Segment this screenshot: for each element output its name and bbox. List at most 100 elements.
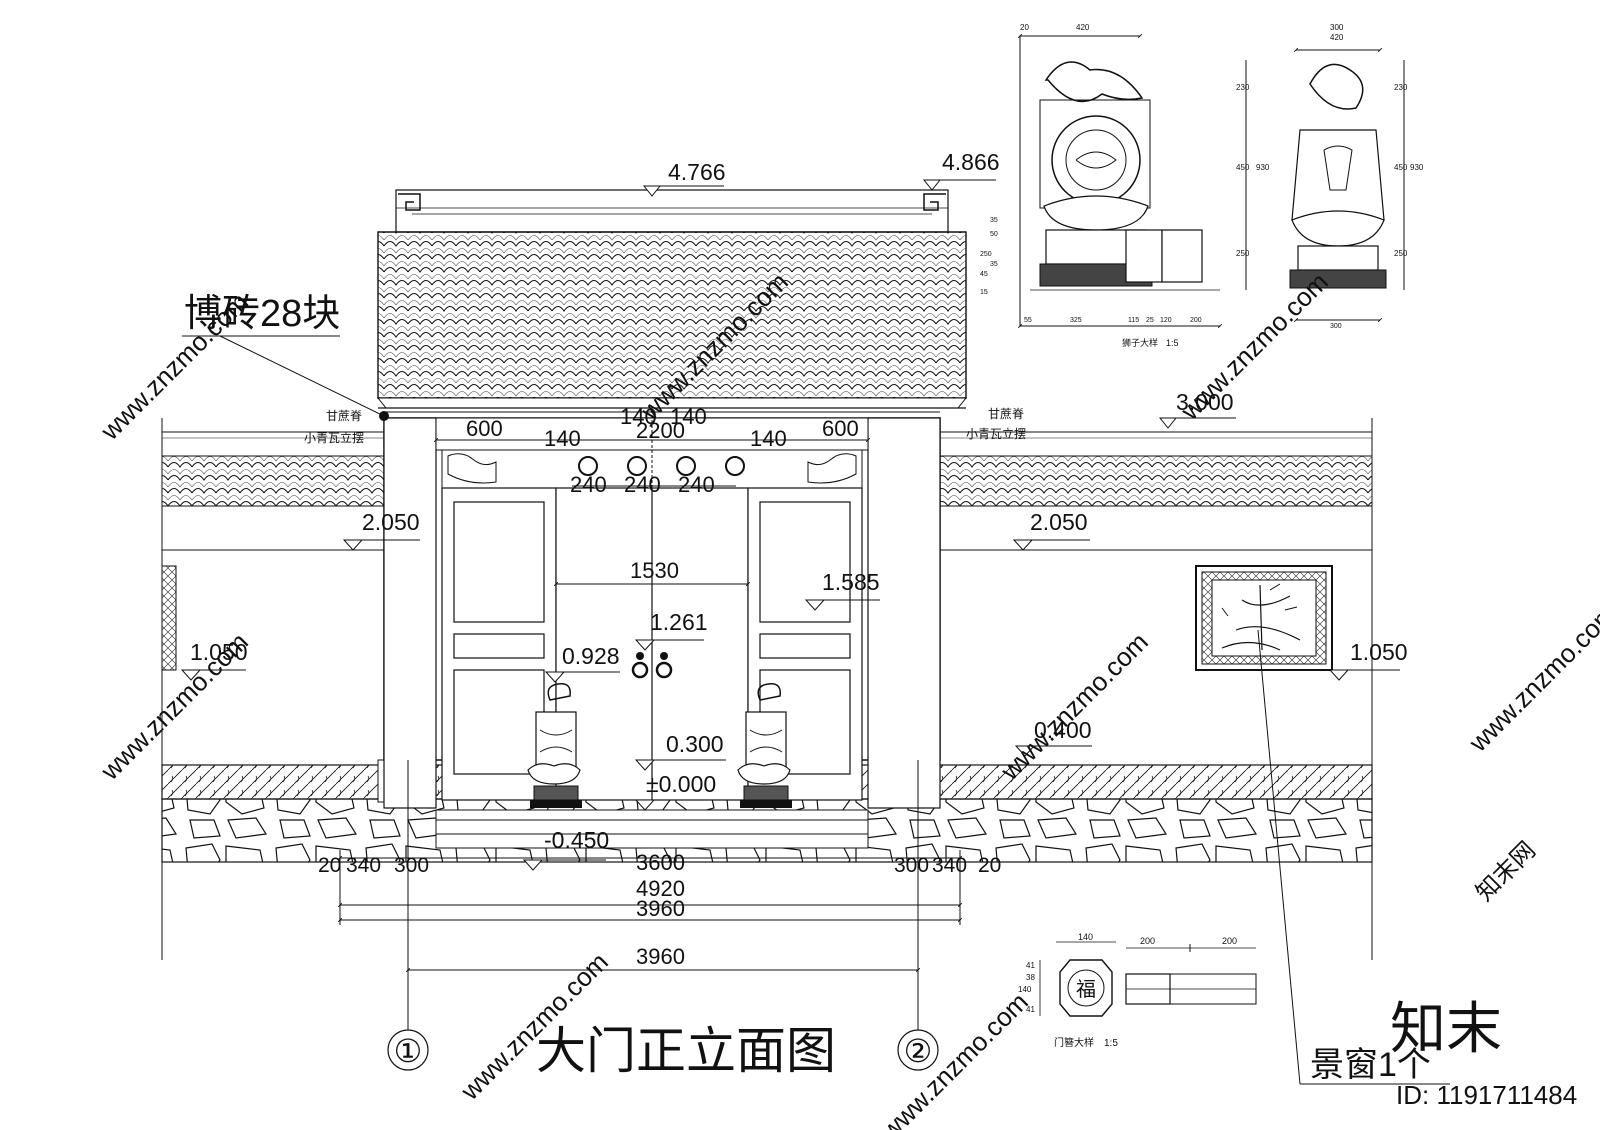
elev-wall-top: 3.000 — [1176, 389, 1234, 415]
door-lion-left — [527, 683, 582, 808]
axis-marker-right: ② — [904, 1033, 933, 1069]
lion-detail — [1030, 60, 1387, 291]
lion-w-bottom-1: 325 — [1070, 317, 1082, 324]
dim-top-600-left: 600 — [466, 416, 503, 441]
lion-h-mid-0: 230 — [1236, 83, 1250, 92]
lion-h-right-0: 230 — [1394, 83, 1408, 92]
elev-roof-end: 4.866 — [942, 149, 1000, 175]
stud-length-0: 200 — [1140, 936, 1155, 946]
lion-w-bottom-2: 115 — [1128, 317, 1139, 324]
dim-bottom-300-left: 300 — [394, 854, 429, 877]
lion-w-top-1: 420 — [1076, 23, 1090, 32]
stud-height-0: 41 — [1026, 961, 1035, 970]
axis-bubbles — [387, 1029, 939, 1071]
lion-detail-scale: 1:5 — [1166, 338, 1179, 348]
lion-h-mid-2: 930 — [1256, 163, 1270, 172]
dim-top-140-d: 140 — [750, 426, 787, 451]
lion-w-bottom-0: 55 — [1024, 317, 1032, 324]
dim-top-600-right: 600 — [822, 416, 859, 441]
elev-floor: ±0.000 — [646, 771, 716, 797]
dimension-lines — [337, 33, 1405, 1030]
lion-w-bottom-5: 200 — [1190, 317, 1202, 324]
dim-bottom-3600: 3600 — [636, 850, 685, 875]
lion-h-left-4: 35 — [990, 261, 998, 268]
elev-base-right: 0.400 — [1034, 717, 1092, 743]
dim-total-3960-b: 3960 — [636, 944, 685, 969]
window-label: 景窗1个 — [1310, 1046, 1431, 1084]
elev-window-right: 1.050 — [1350, 639, 1408, 665]
lion-w-bottom-3: 25 — [1146, 317, 1154, 324]
watermark-site-5: www.znzmo.com — [994, 627, 1154, 787]
dim-top-140-b: 140 — [620, 404, 657, 429]
elev-eave-right: 2.050 — [1030, 509, 1088, 535]
tile-label-right: 小青瓦立摆 — [966, 426, 1026, 441]
dim-top-2200: 2200 — [636, 418, 685, 443]
dim-bottom-20-right: 20 — [978, 854, 1001, 877]
lion-h-left-3: 45 — [980, 271, 988, 278]
left-wall — [161, 418, 385, 960]
watermark-brand: 知末 — [1390, 997, 1502, 1060]
lion-h-left-5: 15 — [980, 289, 988, 296]
watermark-site-1: www.znzmo.com — [94, 287, 254, 447]
dim-bottom-300-right: 300 — [894, 854, 929, 877]
tile-label-left: 小青瓦立摆 — [304, 430, 364, 445]
door-stud-detail — [1039, 941, 1257, 1017]
dim-bottom-340-right: 340 — [932, 854, 967, 877]
lion-h-right-3: 250 — [1394, 249, 1408, 258]
lion-h-right-1: 450 — [1394, 163, 1408, 172]
lion-h-mid-1: 450 — [1236, 163, 1250, 172]
dim-bottom-20-left: 20 — [318, 854, 341, 877]
lion-h-left-0: 35 — [990, 217, 998, 224]
dim-top-140-c: 140 — [670, 404, 707, 429]
stud-glyph: 福 — [1076, 978, 1096, 1001]
dim-total-4920: 4920 — [636, 876, 685, 901]
elevation-markers — [180, 179, 1400, 871]
elev-door-panel: 1.585 — [822, 569, 880, 595]
lion-detail-label: 狮子大样 — [1122, 337, 1158, 348]
watermark-site-cn: 知末网 — [1471, 837, 1541, 907]
dim-top-140-a: 140 — [544, 426, 581, 451]
stud-height-3: 41 — [1026, 1005, 1035, 1014]
landscape-window — [1195, 565, 1333, 671]
watermark-site-3: www.znzmo.com — [1174, 267, 1334, 427]
dim-door-1530: 1530 — [630, 558, 679, 583]
right-wall — [939, 418, 1373, 960]
lion-h-left-1: 50 — [990, 231, 998, 238]
dim-bottom-340-left: 340 — [346, 854, 381, 877]
dim-beads-240-b: 240 — [624, 472, 661, 497]
stud-length-1: 200 — [1222, 936, 1237, 946]
stud-detail-scale: 1:5 — [1104, 1038, 1118, 1049]
drawing-title: 大门正立面图 — [536, 1023, 836, 1079]
watermark-site-6: www.znzmo.com — [1462, 598, 1600, 758]
stud-height-2: 140 — [1018, 985, 1032, 994]
ridge-label-left: 甘蔗脊 — [326, 409, 362, 423]
elev-eave-left: 2.050 — [362, 509, 420, 535]
stud-height-1: 38 — [1026, 973, 1035, 982]
leader-lines — [182, 335, 1450, 1085]
watermark-site-8: www.znzmo.com — [874, 987, 1034, 1130]
elev-lion-top: 0.928 — [562, 643, 620, 669]
stud-width: 140 — [1078, 932, 1093, 942]
lion-w-bottom-6: 300 — [1330, 323, 1342, 330]
door-lion-right — [737, 683, 792, 808]
dim-beads-240-c: 240 — [678, 472, 715, 497]
ridge-label-right: 甘蔗脊 — [988, 407, 1024, 421]
stud-detail-label: 门簪大样 — [1054, 1036, 1094, 1049]
elev-roof-ridge: 4.766 — [668, 159, 726, 185]
elev-window-left: 1.050 — [190, 639, 248, 665]
lion-w-top-2: 300 — [1330, 23, 1344, 32]
lion-h-right-2: 930 — [1410, 163, 1424, 172]
elev-step: -0.450 — [544, 827, 609, 853]
axis-marker-left: ① — [394, 1033, 423, 1069]
lion-w-bottom-4: 120 — [1160, 317, 1172, 324]
watermark-id: ID: 1191711484 — [1396, 1080, 1577, 1110]
lion-h-mid-3: 250 — [1236, 249, 1250, 258]
brick-label: 博砖28块 — [184, 293, 340, 335]
lion-w-top-3: 420 — [1330, 33, 1344, 42]
elev-ring: 1.261 — [650, 609, 708, 635]
gate-roof — [376, 189, 968, 421]
lion-h-left-2: 250 — [980, 251, 992, 258]
dim-beads-240-a: 240 — [570, 472, 607, 497]
elev-sill: 0.300 — [666, 731, 724, 757]
dim-total-3960-a: 3960 — [636, 896, 685, 921]
